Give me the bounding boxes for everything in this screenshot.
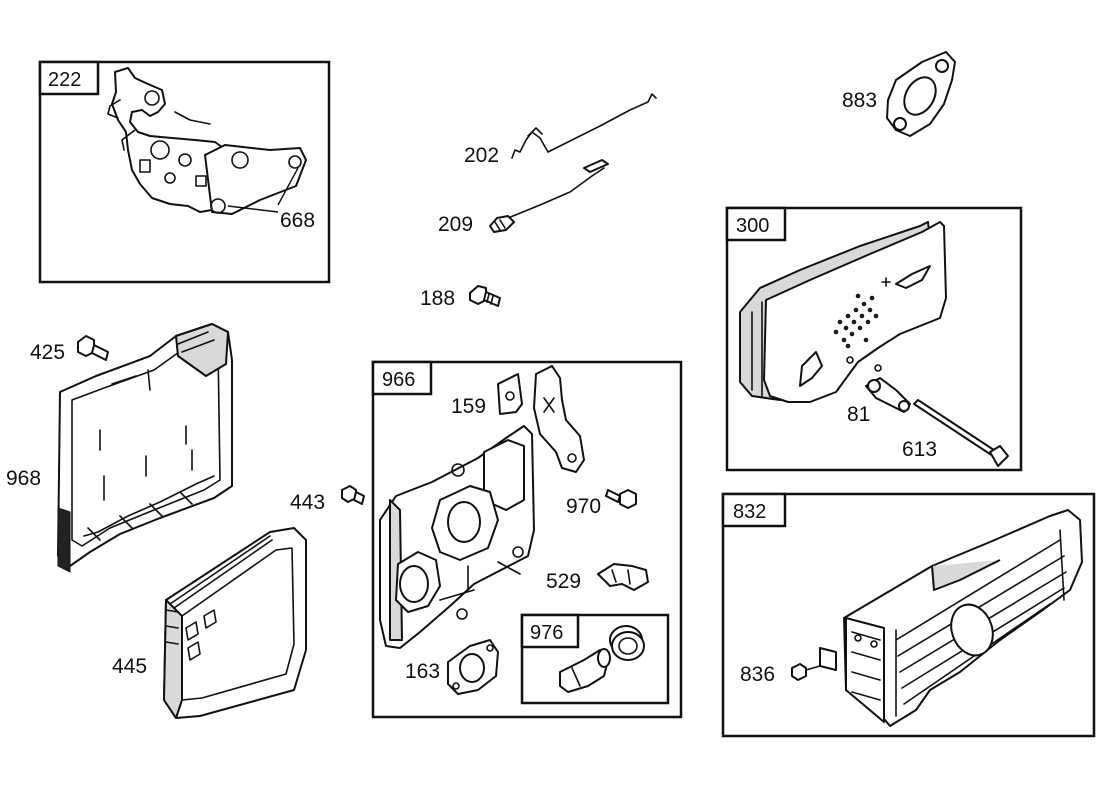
part-label-443: 443 — [290, 491, 325, 514]
part-label-970: 970 — [566, 495, 601, 518]
seal-ring-part — [609, 625, 645, 661]
assembly-box-966: 966 159 970 — [371, 360, 683, 719]
part-label-529: 529 — [546, 570, 581, 593]
assembly-box-976: 976 — [520, 613, 670, 705]
part-label-163: 163 — [405, 660, 440, 683]
link-spring-209: 209 — [438, 159, 609, 236]
screw-836: 836 — [740, 663, 821, 686]
bushing-part — [559, 648, 611, 693]
gasket-163: 163 — [405, 639, 499, 695]
carburetor-part — [107, 67, 307, 215]
muffler-part — [739, 221, 947, 403]
muffler-vent-holes — [833, 293, 879, 349]
part-label-81: 81 — [847, 403, 870, 426]
assembly-number-832: 832 — [733, 501, 766, 523]
muffler-bolt-613: 613 — [902, 399, 1009, 467]
part-label-202: 202 — [464, 144, 499, 167]
part-label-445: 445 — [112, 655, 147, 678]
bolt-425: 425 — [30, 335, 109, 364]
part-label-613: 613 — [902, 438, 937, 461]
muffler-washer-81: 81 — [847, 377, 911, 426]
muffler-guard-part — [819, 509, 1083, 727]
assembly-number-222: 222 — [48, 69, 81, 91]
part-label-209: 209 — [438, 213, 473, 236]
assembly-box-300: 300 81 — [725, 206, 1023, 472]
part-label-188: 188 — [420, 287, 455, 310]
part-label-668: 668 — [280, 209, 315, 232]
elbow-529: 529 — [546, 563, 649, 593]
assembly-number-966: 966 — [382, 369, 415, 391]
air-cleaner-base-plate — [379, 425, 535, 649]
part-label-968: 968 — [6, 467, 41, 490]
assembly-box-832: 832 836 — [721, 492, 1096, 738]
assembly-box-222: 222 668 — [38, 60, 331, 284]
air-filter-445: 445 — [112, 527, 307, 719]
assembly-number-976: 976 — [530, 622, 563, 644]
assembly-number-300: 300 — [736, 215, 769, 237]
screw-443: 443 — [290, 485, 365, 514]
screw-188: 188 — [420, 285, 501, 310]
air-filter-base-968: 968 — [6, 323, 233, 573]
muffler-gasket-883: 883 — [842, 51, 956, 137]
governor-rod-202: 202 — [464, 93, 657, 167]
part-label-836: 836 — [740, 663, 775, 686]
part-label-425: 425 — [30, 341, 65, 364]
part-label-159: 159 — [451, 395, 486, 418]
bracket-159: 159 — [451, 365, 585, 473]
screw-970: 970 — [566, 489, 637, 518]
part-label-883: 883 — [842, 89, 877, 112]
